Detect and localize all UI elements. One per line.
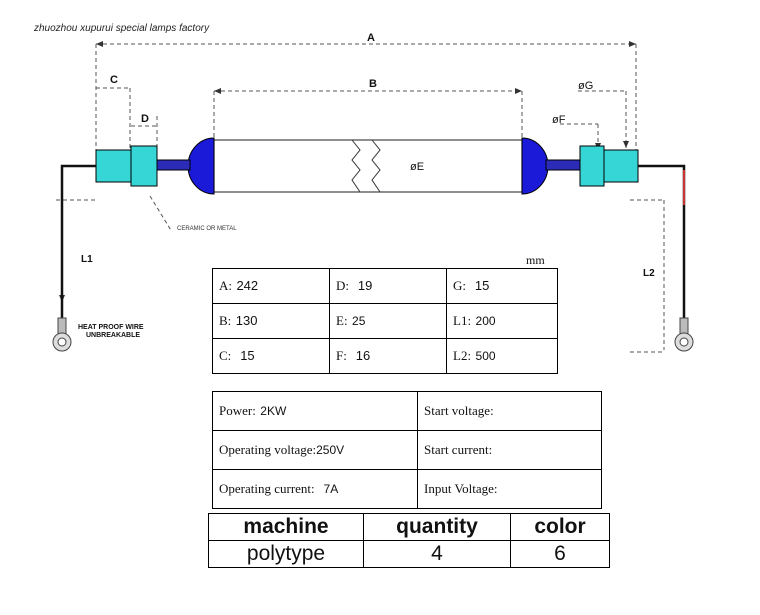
dim-label-l2: L2 bbox=[643, 268, 655, 279]
arrow-b-right bbox=[515, 88, 522, 94]
electrical-table: Power: 2KW Start voltage: Operating volt… bbox=[212, 391, 602, 509]
dim-label-g: øG bbox=[578, 80, 594, 92]
table-row: C: 15 F: 16 L2: 500 bbox=[212, 338, 558, 374]
header-machine: machine bbox=[208, 513, 364, 541]
dim-cell-d: D: 19 bbox=[329, 268, 447, 304]
table-row: A: 242 D: 19 G: 15 bbox=[212, 268, 558, 304]
end-cap-right bbox=[521, 137, 549, 195]
table-row: Operating voltage:250V Start current: bbox=[212, 430, 602, 470]
dim-label-f: øF bbox=[552, 114, 566, 126]
start-voltage-cell: Start voltage: bbox=[417, 391, 602, 431]
dim-cell-a: A: 242 bbox=[212, 268, 330, 304]
value-machine: polytype bbox=[208, 540, 364, 568]
dim-cell-c: C: 15 bbox=[212, 338, 330, 374]
table-row: Operating current: 7A Input Voltage: bbox=[212, 469, 602, 509]
table-row: B: 130 E: 25 L1: 200 bbox=[212, 303, 558, 339]
wire-note-unbreakable: UNBREAKABLE bbox=[86, 332, 141, 339]
arrow-a-left bbox=[96, 41, 103, 47]
dim-cell-f: F: 16 bbox=[329, 338, 447, 374]
dim-cell-l1: L1: 200 bbox=[446, 303, 558, 339]
end-cap-left bbox=[187, 137, 215, 195]
dim-label-d: D bbox=[141, 113, 149, 125]
ceramic-pointer bbox=[149, 195, 173, 233]
dim-cell-g: G: 15 bbox=[446, 268, 558, 304]
lead-left bbox=[156, 159, 191, 171]
break-mark-right bbox=[371, 139, 381, 193]
dim-cell-e: E: 25 bbox=[329, 303, 447, 339]
order-table: machine quantity color polytype 4 6 bbox=[208, 513, 610, 568]
operating-voltage-cell: Operating voltage:250V bbox=[212, 430, 418, 470]
unit-label: mm bbox=[526, 253, 545, 267]
lamp-tube bbox=[213, 139, 523, 193]
operating-current-cell: Operating current: 7A bbox=[212, 469, 418, 509]
header-quantity: quantity bbox=[363, 513, 511, 541]
dim-label-c: C bbox=[110, 74, 118, 86]
dim-label-b: B bbox=[369, 78, 377, 90]
terminal-right-hole bbox=[679, 337, 689, 347]
connector-left-inner bbox=[130, 145, 158, 187]
dim-cell-l2: L2: 500 bbox=[446, 338, 558, 374]
factory-name: zhuozhou xupurui special lamps factory bbox=[34, 23, 210, 34]
terminal-left-hole bbox=[57, 337, 67, 347]
wire-left bbox=[60, 164, 96, 330]
connector-right-outer bbox=[603, 149, 639, 183]
wire-note-heat-proof: HEAT PROOF WIRE bbox=[78, 324, 144, 331]
input-voltage-cell: Input Voltage: bbox=[417, 469, 602, 509]
table-row: Power: 2KW Start voltage: bbox=[212, 391, 602, 431]
power-cell: Power: 2KW bbox=[212, 391, 418, 431]
header-color: color bbox=[510, 513, 610, 541]
value-quantity: 4 bbox=[363, 540, 511, 568]
dim-label-l1: L1 bbox=[81, 254, 93, 265]
connector-right-inner bbox=[579, 145, 605, 187]
arrow-a-right bbox=[629, 41, 636, 47]
start-current-cell: Start current: bbox=[417, 430, 602, 470]
lead-right bbox=[545, 159, 581, 171]
value-color: 6 bbox=[510, 540, 610, 568]
ceramic-note: CERAMIC OR METAL bbox=[177, 226, 237, 232]
dim-label-e: øE bbox=[410, 161, 425, 173]
connector-left-outer bbox=[95, 149, 132, 183]
table-row: machine quantity color bbox=[208, 513, 610, 541]
break-mark-left bbox=[351, 139, 361, 193]
terminal-right-neck bbox=[679, 317, 689, 335]
arrow-b-left bbox=[214, 88, 221, 94]
dimensions-table: A: 242 D: 19 G: 15 B: 130 E: 25 L1: 200 … bbox=[212, 268, 558, 374]
arrow-g-down bbox=[623, 141, 629, 148]
terminal-left-neck bbox=[57, 317, 67, 335]
wire-right bbox=[638, 164, 686, 330]
dim-cell-b: B: 130 bbox=[212, 303, 330, 339]
table-row: polytype 4 6 bbox=[208, 540, 610, 568]
dim-label-a: A bbox=[367, 32, 375, 44]
